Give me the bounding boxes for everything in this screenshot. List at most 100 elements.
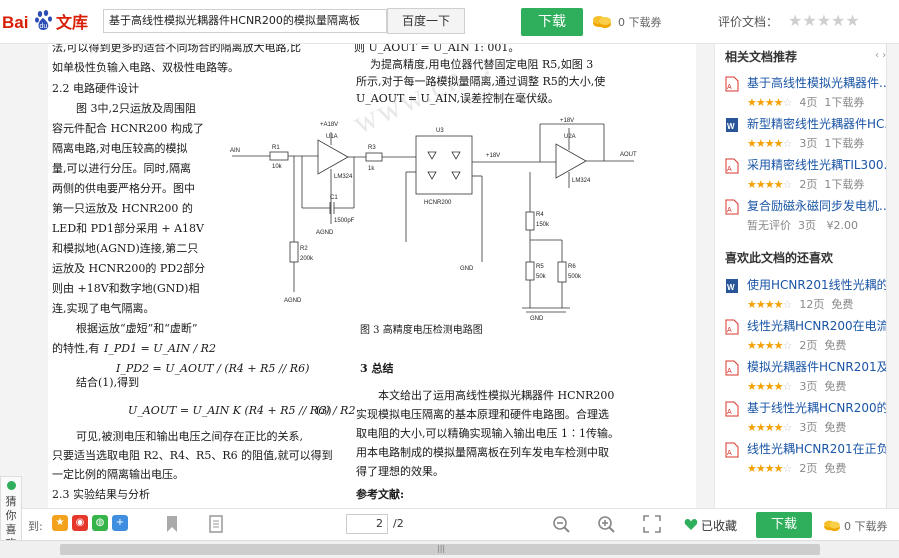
text-line: 取电阻的大小,可以精确实现输入输出电压 1∶1传输。 — [356, 427, 619, 440]
text-line: 本文给出了运用高线性模拟光耦器件 HCNR200 — [378, 389, 615, 402]
text-line: 只要适当选取电阻 R2、R4、R5、R6 的阻值,就可以得到 — [52, 449, 333, 462]
circuit-label: U2A — [564, 134, 576, 140]
svg-text:A: A — [727, 84, 732, 91]
circuit-label: HCNR200 — [424, 200, 452, 206]
bottom-download-button[interactable]: 下载 — [756, 512, 812, 538]
related-docs-title: 相关文档推荐 — [725, 50, 798, 64]
text-line: 连,实现了电气隔离。 — [52, 302, 155, 315]
search-input[interactable]: 基于高线性模拟光耦器件HCNR200的模拟量隔离板 — [103, 9, 387, 33]
circuit-label: LM324 — [572, 178, 591, 184]
text-line: 隔离电路,对电压较高的模拟 — [52, 142, 188, 155]
text-line: 则由 +18V和数字地(GND)相 — [52, 282, 200, 295]
search-button[interactable]: 百度一下 — [387, 8, 465, 34]
top-bar: Bai du 文库 基于高线性模拟光耦器件HCNR200的模拟量隔离板 百度一下… — [0, 0, 899, 44]
circuit-label: AGND — [284, 298, 302, 304]
coupon-count: 0 下载券 — [618, 16, 662, 29]
related-doc-meta: ★★★★☆ 4页 1下载券 — [747, 96, 865, 109]
svg-text:W: W — [727, 283, 735, 292]
svg-text:A: A — [727, 409, 732, 416]
liked-doc-meta: ★★★★☆ 2页 免费 — [747, 462, 847, 475]
liked-doc-title[interactable]: 线性光耦HCNR200在电流... — [747, 319, 899, 333]
svg-text:文库: 文库 — [56, 13, 88, 32]
bookmark-icon[interactable] — [162, 514, 182, 534]
weibo-share-icon[interactable]: ◉ — [72, 515, 88, 531]
fullscreen-icon[interactable] — [642, 514, 662, 534]
related-doc-title[interactable]: 基于高线性模拟光耦器件... — [747, 76, 891, 90]
pdf-file-icon: A — [725, 158, 739, 174]
liked-doc-title[interactable]: 线性光耦HCNR201在正负... — [747, 442, 899, 456]
circuit-label: 200k — [300, 256, 314, 262]
section-heading: 参考文献: — [356, 488, 405, 501]
text-line: LED和 PD1部分采用 + A18V — [52, 222, 204, 235]
more-share-icon[interactable]: + — [112, 515, 128, 531]
related-doc-title[interactable]: 采用精密线性光耦TIL300... — [747, 158, 895, 172]
circuit-label: +18V — [560, 118, 574, 124]
zoom-in-icon[interactable] — [596, 514, 616, 534]
status-dot-icon — [7, 481, 16, 490]
pdf-file-icon: A — [725, 319, 739, 335]
equation-3: U_AOUT = U_AIN K (R4 + R5 // R6) / R2 — [128, 404, 356, 417]
text-line: 法,可以得到更多的适合不同场合的隔离放大电路,比 — [52, 44, 301, 54]
circuit-label: AOUT — [620, 152, 637, 158]
text-line: 则 U_AOUT = U_AIN 1: 001。 — [354, 44, 520, 54]
text-line: 实现模拟电压隔离的基本原理和硬件电路图。合理选 — [356, 408, 609, 421]
related-doc-title[interactable]: 复合励磁永磁同步发电机... — [747, 199, 891, 213]
sidebar-panel: 相关文档推荐 ‹ › A 基于高线性模拟光耦器件... ★★★★☆ 4页 1下载… — [714, 44, 899, 508]
heart-favorite-icon[interactable] — [684, 518, 698, 531]
equation-1: I_PD1 = U_AIN / R2 — [104, 342, 216, 355]
liked-doc-title[interactable]: 模拟光耦器件HCNR201及... — [747, 360, 899, 374]
pager-arrows-icon[interactable]: ‹ › — [875, 50, 887, 61]
section-heading: 3 总结 — [360, 362, 394, 375]
circuit-label: 1500pF — [334, 218, 355, 224]
scrollbar-thumb[interactable] — [60, 544, 820, 555]
bottom-toolbar: 到: ★ ◉ ◍ + 2 /2 已收藏 下载 0 下载券 — [0, 508, 899, 540]
scrollbar-grip-icon: ||| — [437, 544, 446, 553]
circuit-label: U3 — [436, 128, 444, 134]
horizontal-scrollbar[interactable]: ||| — [0, 540, 899, 558]
svg-text:du: du — [40, 23, 48, 30]
related-doc-meta: ★★★★☆ 3页 1下载券 — [747, 137, 865, 150]
circuit-label: LM324 — [334, 174, 353, 180]
text-line: 如单极性负输入电路、双极性电路等。 — [52, 61, 239, 74]
circuit-label: R3 — [368, 145, 376, 151]
svg-text:W: W — [727, 122, 735, 131]
text-line: 根据运放“虚短”和“虚断” — [76, 322, 198, 335]
vertical-scrollbar[interactable] — [886, 44, 899, 508]
text-line: 和模拟地(AGND)连接,第二只 — [52, 242, 199, 255]
circuit-label: R6 — [568, 264, 576, 270]
svg-text:A: A — [727, 207, 732, 214]
liked-doc-meta: ★★★★☆ 2页 免费 — [747, 339, 847, 352]
liked-doc-meta: ★★★★☆ 12页 免费 — [747, 298, 854, 311]
circuit-label: 10k — [272, 164, 283, 170]
page-number-input[interactable]: 2 — [346, 514, 388, 534]
svg-text:A: A — [727, 450, 732, 457]
circuit-label: R1 — [272, 145, 280, 151]
circuit-label: 1k — [368, 166, 375, 172]
download-button[interactable]: 下载 — [521, 8, 583, 36]
circuit-label: +18V — [486, 153, 500, 159]
qzone-share-icon[interactable]: ★ — [52, 515, 68, 531]
circuit-label: U1A — [326, 134, 338, 140]
text-line: 为提高精度,用电位器代替固定电阻 R5,如图 3 — [370, 58, 594, 71]
bottom-coupon-count: 0 下载券 — [844, 520, 888, 533]
document-view-icon[interactable] — [206, 514, 226, 534]
text-line: 用本电路制成的模拟量隔离板在列车发电车检测中取 — [356, 446, 609, 459]
related-doc-title[interactable]: 新型精密线性光耦器件HC... — [747, 117, 896, 131]
baidu-wenku-logo[interactable]: Bai du 文库 — [2, 6, 94, 36]
circuit-label: R5 — [536, 264, 544, 270]
text-line: 量,可以进行分压。同时,隔离 — [52, 162, 191, 175]
related-doc-meta: 暂无评价 3页 ¥2.00 — [747, 219, 858, 232]
favorited-label[interactable]: 已收藏 — [701, 519, 738, 533]
wechat-share-icon[interactable]: ◍ — [92, 515, 108, 531]
pdf-file-icon: A — [725, 442, 739, 458]
also-liked-title: 喜欢此文档的还喜欢 — [725, 251, 834, 265]
text-line: 容元件配合 HCNR200 构成了 — [52, 122, 204, 135]
rating-stars-input[interactable]: ★★★★★ — [788, 11, 860, 30]
svg-text:A: A — [727, 166, 732, 173]
zoom-out-icon[interactable] — [551, 514, 571, 534]
liked-doc-title[interactable]: 基于线性光耦HCNR200的... — [747, 401, 899, 415]
circuit-label: AGND — [316, 230, 334, 236]
text-line: 图 3中,2只运放及周围阻 — [76, 102, 196, 115]
liked-doc-title[interactable]: 使用HCNR201线性光耦的... — [747, 278, 899, 292]
svg-text:Bai: Bai — [2, 13, 28, 32]
